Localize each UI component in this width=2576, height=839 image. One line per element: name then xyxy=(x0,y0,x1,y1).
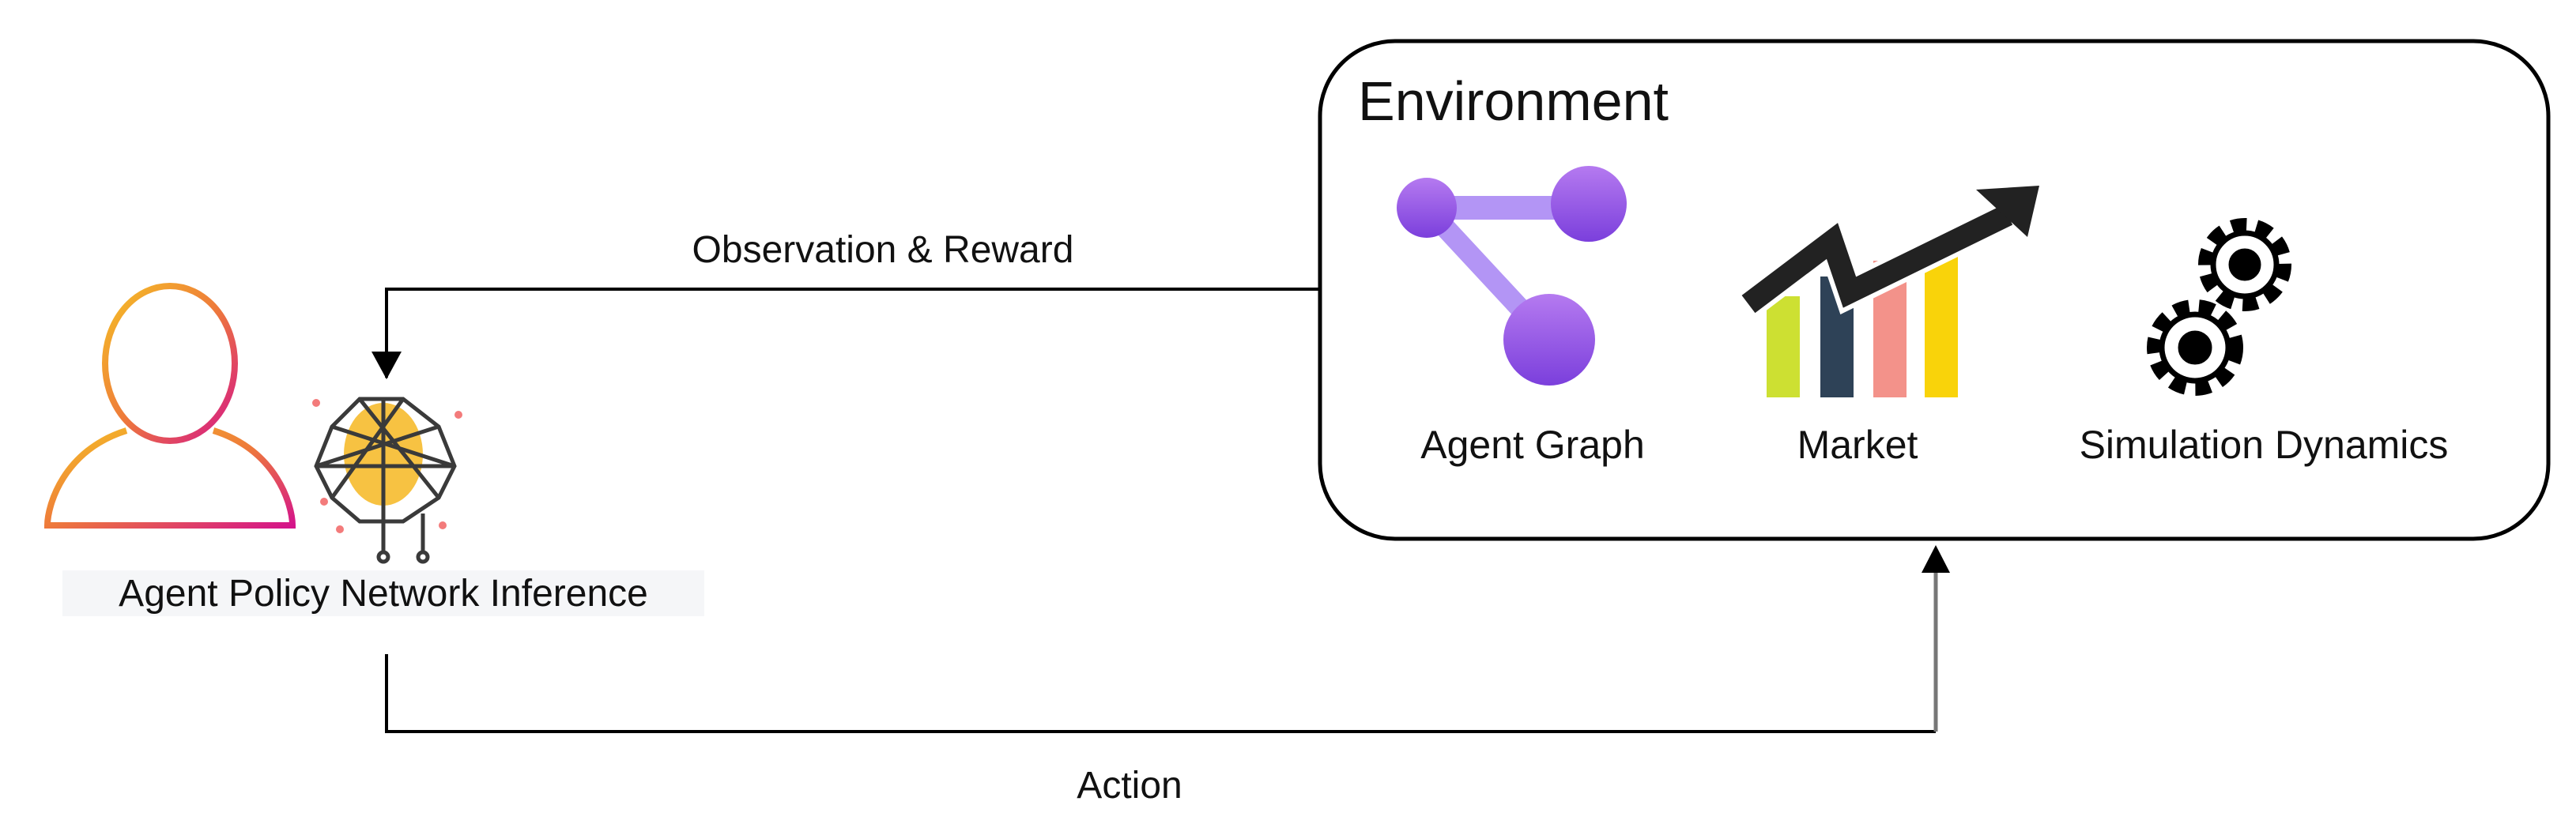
agent-label: Agent Policy Network Inference xyxy=(62,570,704,616)
observation-reward-label: Observation & Reward xyxy=(692,229,1074,271)
gears-icon xyxy=(2147,218,2291,396)
svg-text:Agent Policy Network Inference: Agent Policy Network Inference xyxy=(119,573,648,615)
component-label-market: Market xyxy=(1797,423,1918,467)
user-icon xyxy=(43,283,296,529)
neural-network-icon xyxy=(312,397,462,564)
component-label-agent-graph: Agent Graph xyxy=(1420,423,1645,467)
observation-reward-edge: Observation & Reward xyxy=(372,229,1320,379)
rising-bar-chart-icon xyxy=(1738,186,2039,397)
action-edge: Action xyxy=(385,545,1950,807)
graph-nodes-icon xyxy=(1397,166,1627,386)
component-label-simulation-dynamics: Simulation Dynamics xyxy=(2080,423,2449,467)
action-label: Action xyxy=(1077,765,1182,807)
environment-title: Environment xyxy=(1358,70,1669,132)
